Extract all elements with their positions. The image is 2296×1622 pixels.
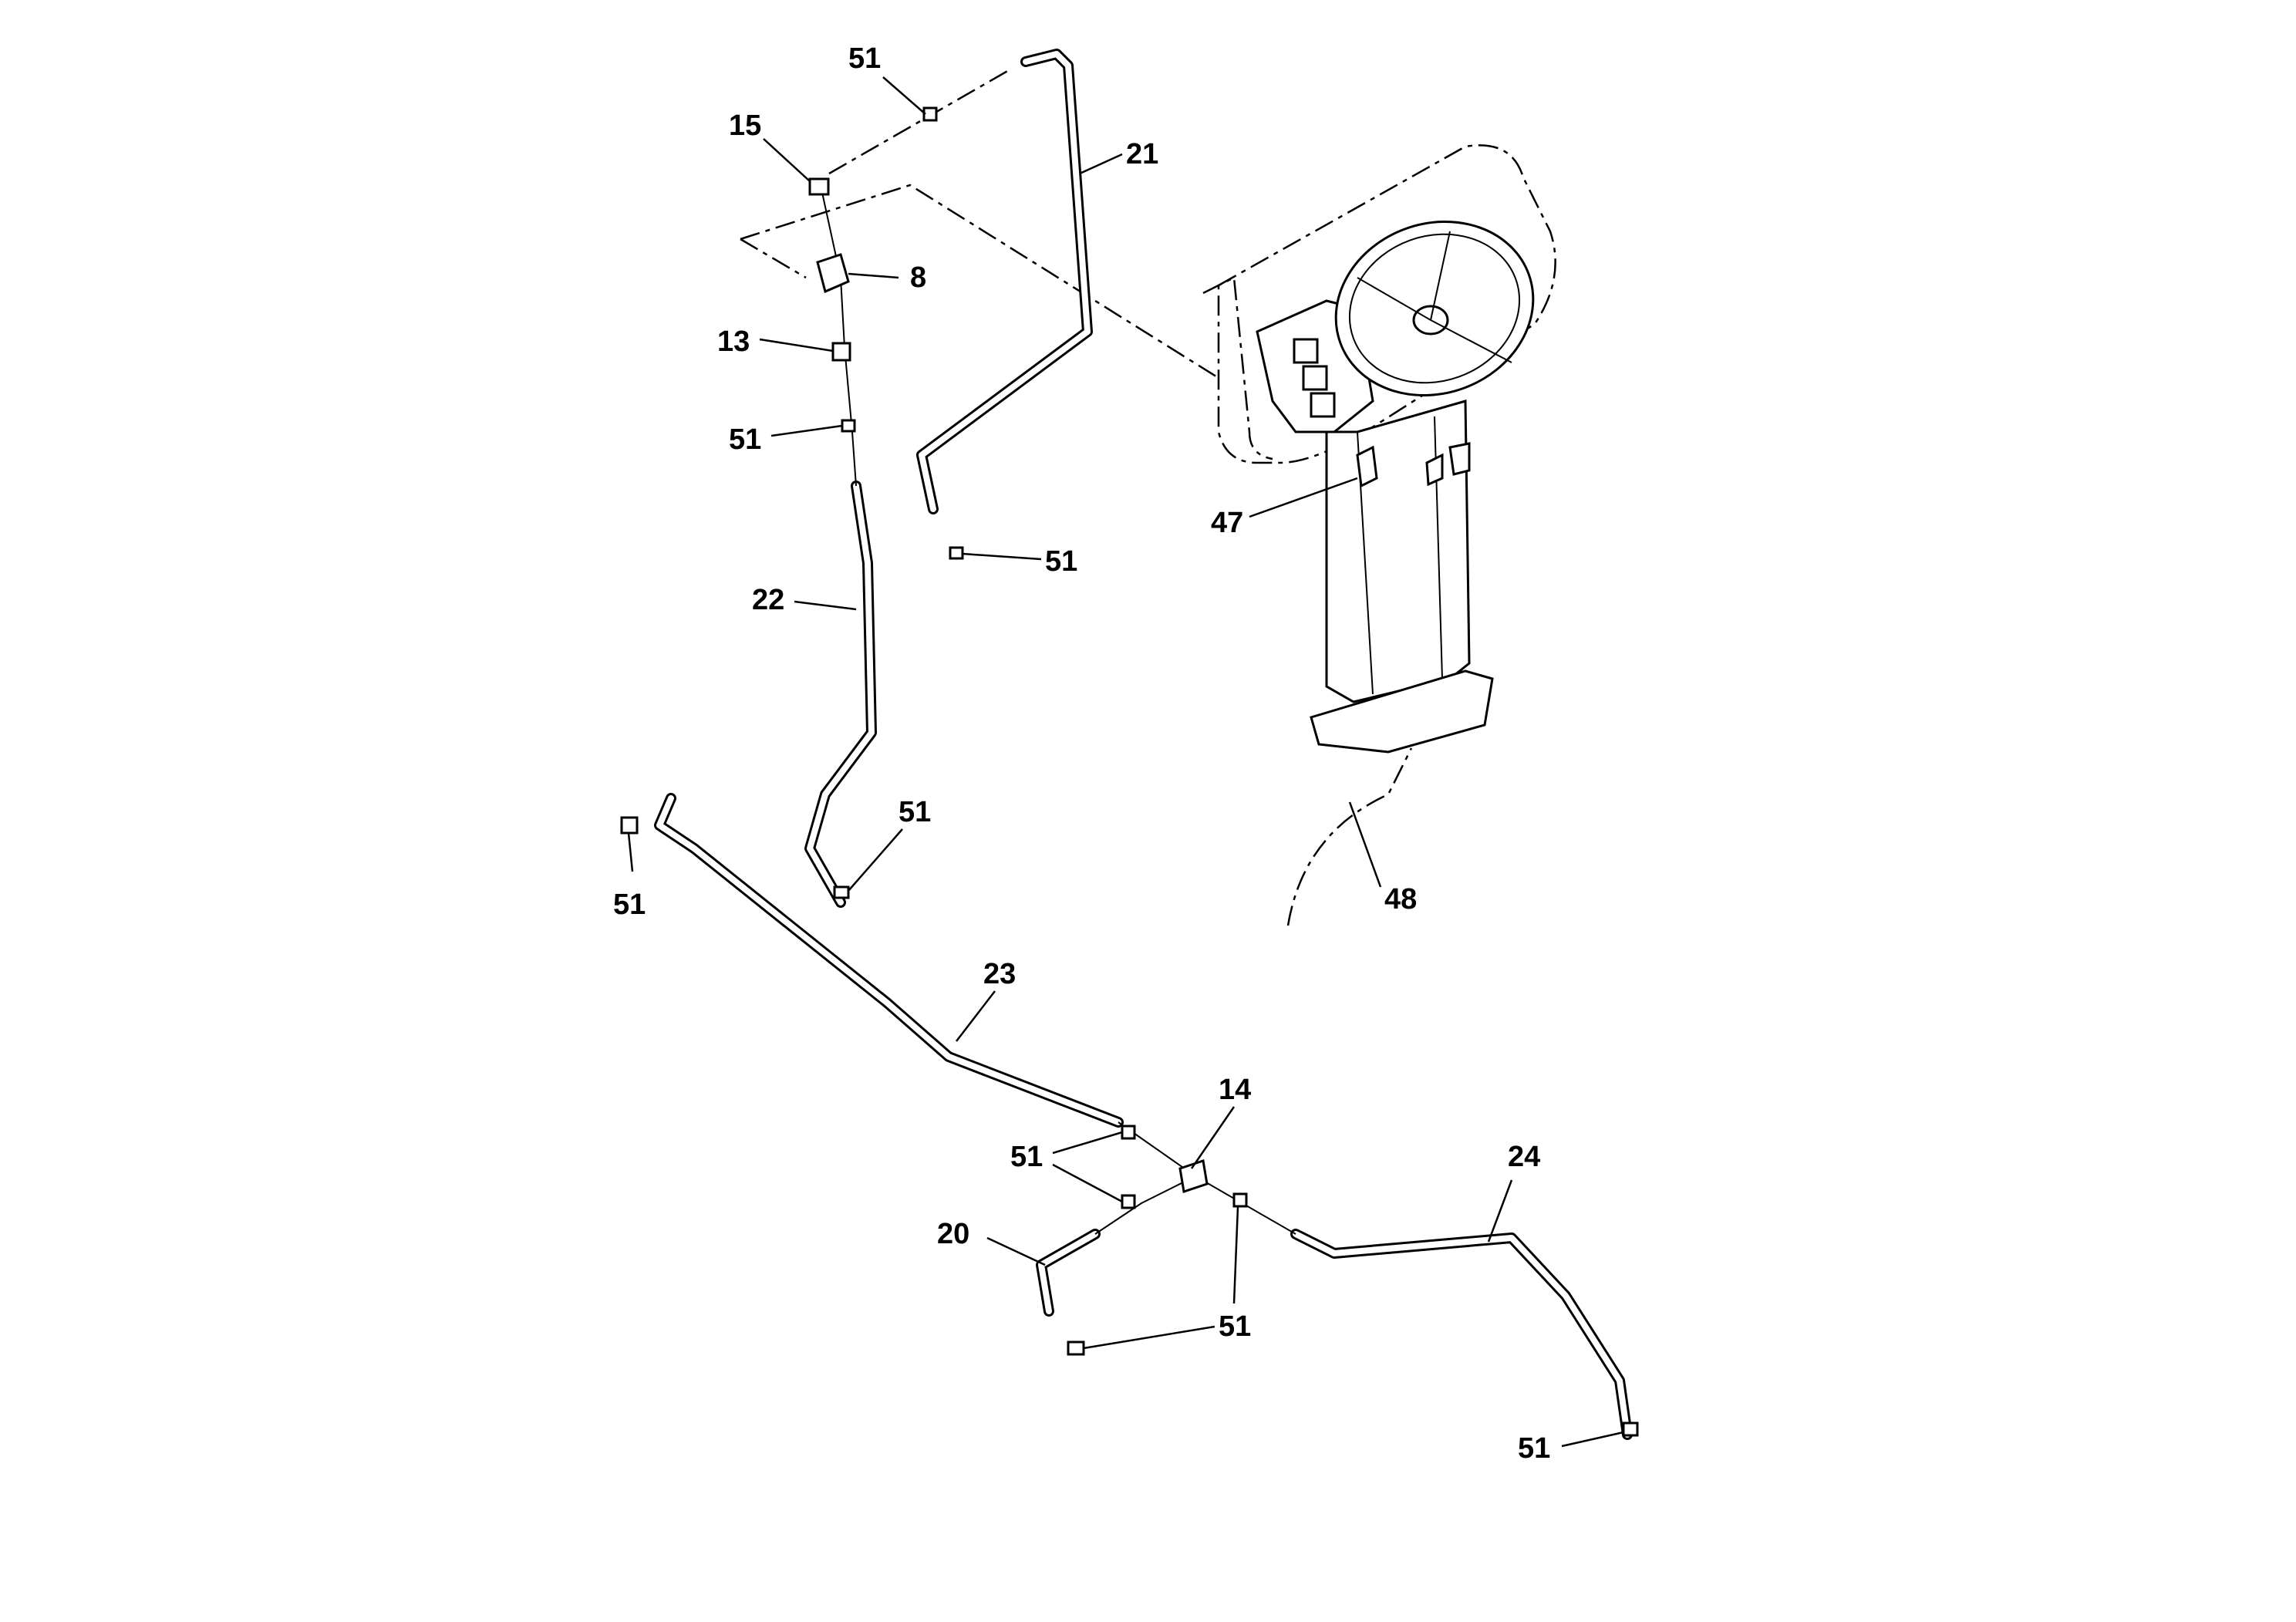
steering-console <box>1202 144 1556 754</box>
leader-lines <box>627 76 1624 1448</box>
callout-13: 13 <box>717 325 750 358</box>
callout-47: 47 <box>1211 507 1243 539</box>
clamp-51-a <box>841 419 856 433</box>
fitting-15 <box>808 177 830 196</box>
steering-column <box>1325 400 1471 703</box>
callout-51-a: 51 <box>729 423 761 456</box>
callout-8: 8 <box>910 261 926 294</box>
hose-23 <box>654 793 1124 1128</box>
clamp-51-h <box>1067 1340 1085 1356</box>
callout-24: 24 <box>1508 1141 1540 1173</box>
gauge-c <box>1310 392 1336 418</box>
gauge-a <box>1293 338 1319 364</box>
callout-15: 15 <box>729 110 761 142</box>
callout-22: 22 <box>752 584 784 616</box>
clamp-51-i <box>1622 1421 1639 1437</box>
callout-51-e: 51 <box>1010 1141 1043 1173</box>
lever-right <box>1448 442 1471 476</box>
valve-stem <box>821 188 857 487</box>
callout-48: 48 <box>1384 883 1417 916</box>
cab-outline-inner <box>1202 276 1273 460</box>
clamp-51-c <box>833 885 850 899</box>
callout-23: 23 <box>983 958 1016 990</box>
callout-21: 21 <box>1126 138 1158 170</box>
hose-22 <box>804 481 877 908</box>
fittings <box>620 106 1639 1437</box>
callout-51-b: 51 <box>1045 545 1077 578</box>
hose-21 <box>916 49 1093 514</box>
hose-20 <box>1036 1229 1101 1317</box>
clamp-51-f <box>1121 1194 1136 1209</box>
gauge-b <box>1302 365 1328 391</box>
clamp-51-e <box>1121 1125 1136 1140</box>
callout-51-c: 51 <box>899 796 931 828</box>
routing-line-8 <box>740 238 807 279</box>
column-base-plate <box>1310 669 1494 754</box>
clamp-51-top <box>922 106 938 122</box>
fitting-13 <box>831 342 851 362</box>
clamp-51-b <box>949 546 964 560</box>
callout-51-top: 51 <box>848 42 881 75</box>
clamp-51-d <box>620 816 639 835</box>
callout-14: 14 <box>1219 1074 1251 1106</box>
valve-8 <box>816 253 850 294</box>
callout-51-d: 51 <box>613 889 646 921</box>
callout-51-g: 51 <box>1518 1432 1550 1465</box>
routing-line-top <box>828 68 1011 175</box>
hose-24 <box>1290 1229 1633 1440</box>
routing-line-15 <box>740 184 1219 379</box>
callouts: 51 15 21 8 13 51 51 47 22 51 51 48 23 14… <box>613 42 1550 1465</box>
callout-51-f: 51 <box>1219 1310 1251 1343</box>
clamp-51-g <box>1232 1192 1248 1208</box>
lever-left <box>1356 445 1378 488</box>
callout-20: 20 <box>937 1218 969 1250</box>
column-switch <box>1425 453 1444 487</box>
